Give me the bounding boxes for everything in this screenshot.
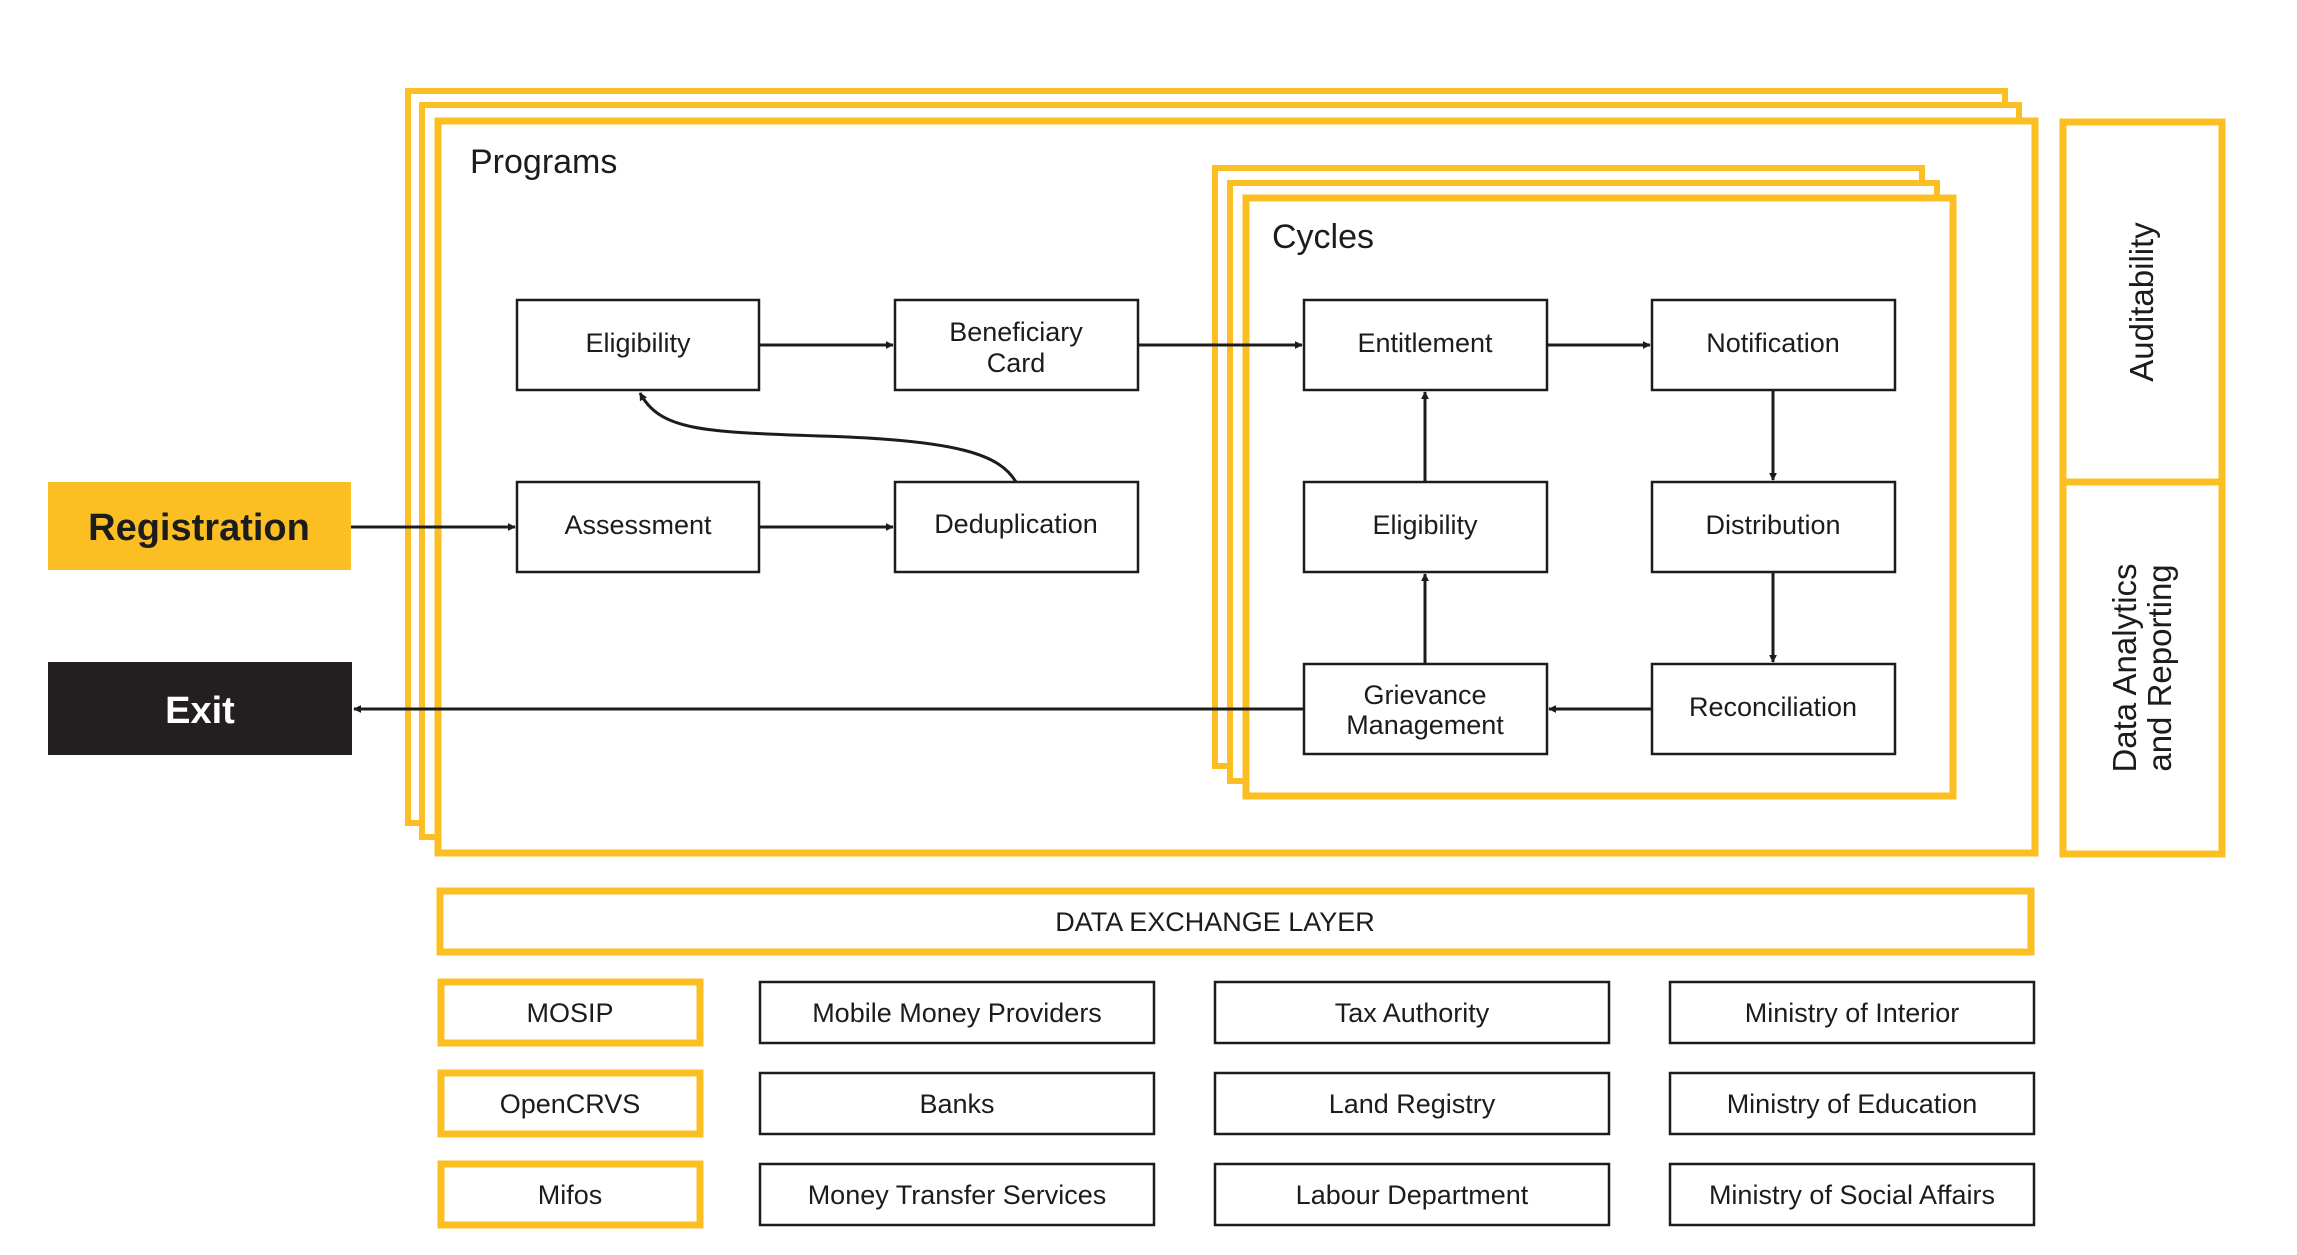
- deduplication-box: Deduplication: [893, 480, 1140, 574]
- data-exchange-label: DATA EXCHANGE LAYER: [1055, 907, 1375, 937]
- integration-tax-authority: Tax Authority: [1335, 998, 1490, 1028]
- integration-col-1: MOSIP OpenCRVS Mifos: [437, 978, 704, 1229]
- distribution-box: Distribution: [1650, 480, 1897, 574]
- integration-mobile-money: Mobile Money Providers: [812, 998, 1102, 1028]
- assessment-box: Assessment: [515, 480, 761, 574]
- integration-opencrvs: OpenCRVS: [500, 1089, 641, 1119]
- arrows: [351, 341, 1777, 713]
- list-item: [1213, 1162, 1611, 1227]
- list-item: [437, 978, 704, 1047]
- list-item: [1668, 1162, 2036, 1227]
- list-item: [1213, 1071, 1611, 1136]
- integration-ministry-social-affairs: Ministry of Social Affairs: [1709, 1180, 1995, 1210]
- entitlement-box: Entitlement: [1302, 298, 1549, 392]
- reconciliation-label: Reconciliation: [1689, 692, 1857, 722]
- cycles-title: Cycles: [1272, 218, 1374, 256]
- entitlement-label: Entitlement: [1357, 328, 1493, 358]
- grievance-management-label-line2: Management: [1346, 710, 1504, 740]
- cycle-eligibility-box: Eligibility: [1302, 480, 1549, 574]
- integration-ministry-interior: Ministry of Interior: [1745, 998, 1960, 1028]
- integration-col-2: Mobile Money Providers Banks Money Trans…: [758, 980, 1156, 1227]
- list-item: [758, 980, 1156, 1045]
- integration-mifos: Mifos: [538, 1180, 603, 1210]
- analytics-label-line1: Data Analytics: [2106, 563, 2143, 772]
- integration-col-3: Tax Authority Land Registry Labour Depar…: [1213, 980, 1611, 1227]
- beneficiary-card-label-line1: Beneficiary: [949, 317, 1083, 347]
- registration-label: Registration: [88, 507, 310, 549]
- list-item: [758, 1162, 1156, 1227]
- exit-label: Exit: [165, 690, 235, 732]
- beneficiary-card-box: Beneficiary Card: [893, 298, 1140, 392]
- side-panel: [2059, 118, 2226, 858]
- data-exchange-layer: DATA EXCHANGE LAYER: [436, 887, 2035, 956]
- integration-mosip: MOSIP: [526, 998, 613, 1028]
- distribution-label: Distribution: [1705, 510, 1840, 540]
- list-item: [1668, 1071, 2036, 1136]
- notification-label: Notification: [1706, 328, 1840, 358]
- exit-box[interactable]: Exit: [48, 662, 352, 755]
- integration-banks: Banks: [919, 1089, 994, 1119]
- integration-money-transfer: Money Transfer Services: [808, 1180, 1107, 1210]
- programs-title: Programs: [470, 143, 617, 181]
- grievance-management-label-line1: Grievance: [1363, 680, 1486, 710]
- reconciliation-box: Reconciliation: [1650, 662, 1897, 756]
- grievance-management-box: Grievance Management: [1302, 662, 1549, 756]
- list-item: [437, 1160, 704, 1229]
- integration-labour-department: Labour Department: [1296, 1180, 1529, 1210]
- auditability-label: Auditability: [2123, 222, 2160, 382]
- list-item: [437, 1069, 704, 1138]
- program-eligibility-box: Eligibility: [515, 298, 761, 392]
- arrow-deduplication-to-eligibility: [638, 392, 1018, 483]
- beneficiary-card-label-line2: Card: [987, 348, 1046, 378]
- program-eligibility-label: Eligibility: [585, 328, 691, 358]
- notification-box: Notification: [1650, 298, 1897, 392]
- cycle-eligibility-label: Eligibility: [1372, 510, 1478, 540]
- list-item: [1668, 980, 2036, 1045]
- list-item: [1213, 980, 1611, 1045]
- deduplication-label: Deduplication: [934, 509, 1098, 539]
- analytics-label-line2: and Reporting: [2141, 564, 2178, 771]
- integration-col-4: Ministry of Interior Ministry of Educati…: [1668, 980, 2036, 1227]
- integration-land-registry: Land Registry: [1329, 1089, 1496, 1119]
- registration-box[interactable]: Registration: [48, 482, 351, 570]
- list-item: [758, 1071, 1156, 1136]
- assessment-label: Assessment: [564, 510, 712, 540]
- integration-ministry-education: Ministry of Education: [1727, 1089, 1978, 1119]
